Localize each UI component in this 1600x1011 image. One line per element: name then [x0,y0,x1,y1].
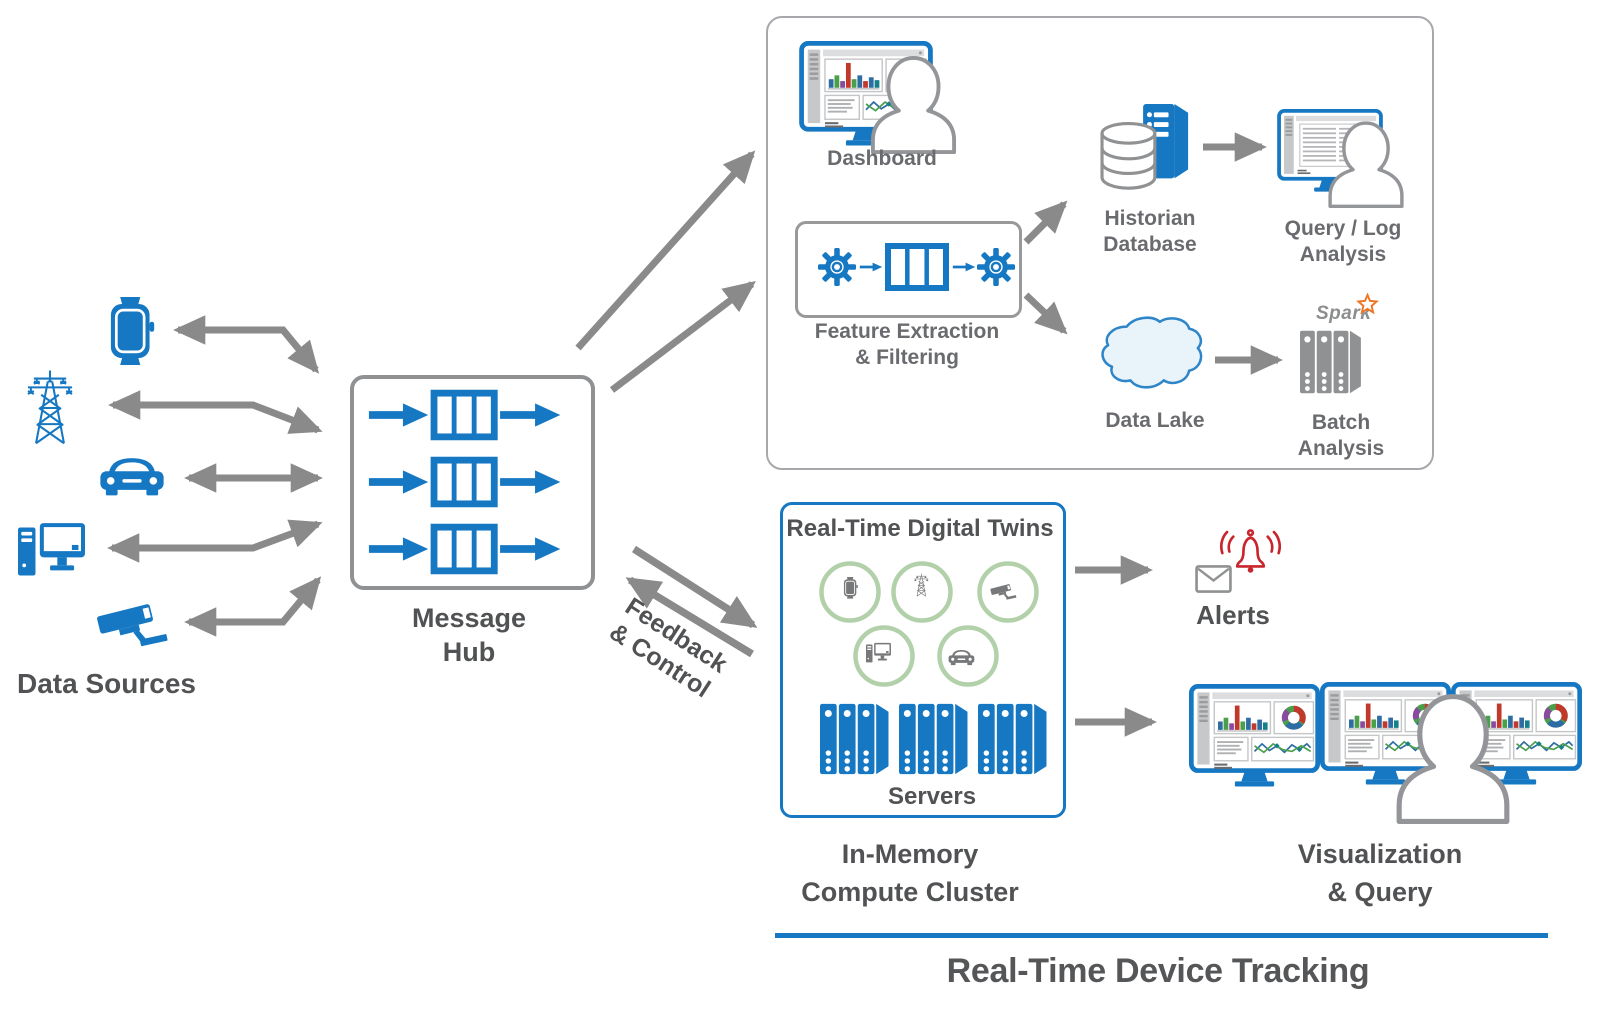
footer-title: Real-Time Device Tracking [946,952,1370,990]
car-icon [99,452,165,496]
twin-car-icon [937,625,999,687]
message-queue-icon [366,523,572,575]
twin-security-camera-icon [977,561,1039,623]
message-queue-icon [366,456,572,508]
gear-icon [977,248,1015,286]
person-silhouette-icon [1390,686,1516,824]
message-hub-label: Message Hub [411,603,527,667]
in-memory-cluster-label: In-Memory Compute Cluster [801,839,1019,907]
batch-analysis-label: Batch Analysis [1297,411,1385,461]
message-queue-icon [366,389,572,441]
smartwatch-icon [107,297,155,365]
batch-server-rack-icon [1300,329,1364,395]
person-silhouette-icon [1324,116,1408,208]
gear-icon [818,248,856,286]
twin-smartwatch-icon [819,561,881,623]
spark-logo: Spark [1316,303,1372,324]
security-camera-icon [96,596,169,652]
feature-extraction-label: Feature Extraction & Filtering [814,320,1000,370]
query-log-analysis-label: Query / Log Analysis [1284,217,1402,267]
arrow-right-icon [952,260,976,274]
message-queue-icon [885,243,949,291]
servers-label: Servers [887,783,977,810]
power-tower-icon [25,368,75,445]
twin-power-tower-icon [891,561,953,623]
footer-divider [775,933,1548,938]
alert-bell-icon [1220,524,1281,576]
arrow-right-icon [859,260,883,274]
historian-database-label: Historian Database [1103,207,1197,257]
alerts-label: Alerts [1196,600,1270,630]
person-silhouette-icon [866,50,961,154]
spark-star-icon [1356,293,1379,316]
feedback-control-label: Feedback & Control [604,592,733,704]
server-rack-icon [899,702,971,776]
viz-monitor-icon [1189,684,1320,787]
server-rack-icon [978,702,1050,776]
visualization-query-label: Visualization & Query [1297,839,1463,907]
data-lake-label: Data Lake [1105,409,1205,432]
twin-desktop-computer-icon [853,625,915,687]
digital-twins-title: Real-Time Digital Twins [786,515,1054,542]
data-lake-icon [1097,313,1207,395]
data-sources-label: Data Sources [17,668,196,699]
server-rack-icon [820,702,892,776]
dashboard-label: Dashboard [827,147,937,170]
database-cylinder-icon [1098,104,1198,194]
desktop-computer-icon [18,523,85,580]
